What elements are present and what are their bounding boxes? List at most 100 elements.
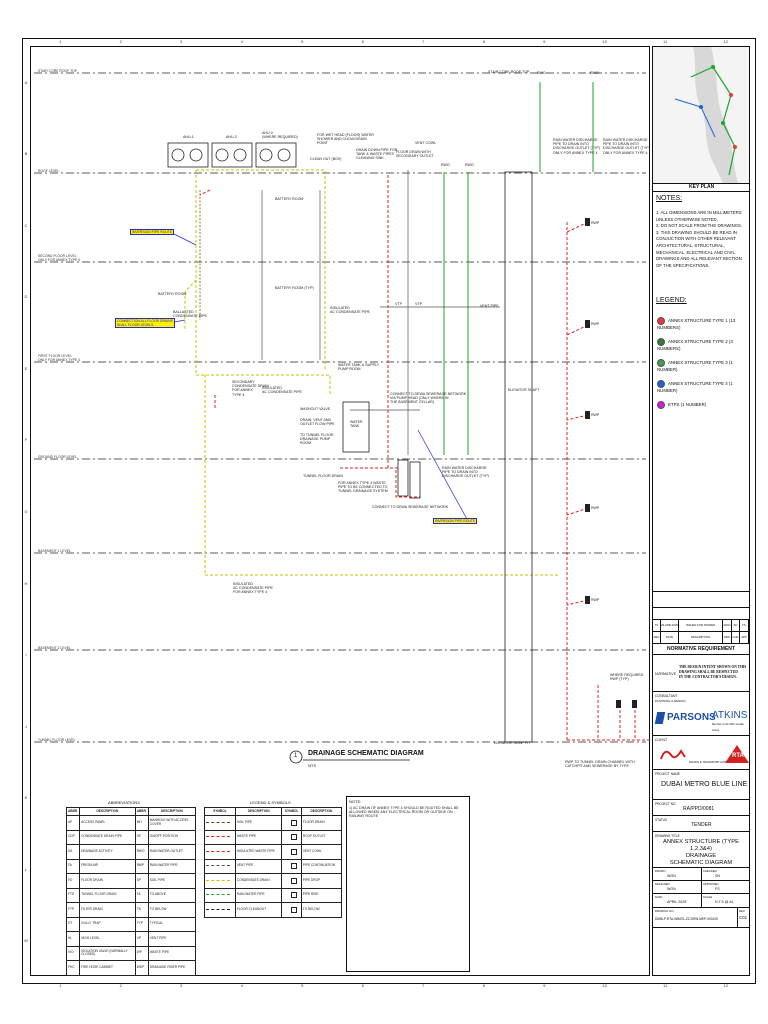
table-cell: RAIN WATER PIPE [234, 887, 283, 903]
table-cell [204, 815, 236, 831]
label-battery-room-3: BATTERY ROOM [158, 292, 187, 296]
drawing-frame [22, 38, 756, 984]
designed-value: WGN [667, 887, 676, 891]
revision-cell: CHK [732, 631, 740, 643]
table-cell [281, 858, 302, 874]
date-label: DATE [655, 895, 663, 899]
revision-cell: ISSUED FOR TENDER [679, 619, 723, 631]
level-label: GROUND FLOOR LEVEL [38, 455, 78, 459]
table-cell: ROOF OUTLET [300, 829, 343, 845]
scale-label: SCALE [703, 895, 713, 899]
grid-letter: C [24, 222, 28, 228]
label-insulated-1: INSULATED AC CONDENSATE PIPE [330, 306, 370, 315]
legend-dot-icon [657, 317, 665, 325]
label-rainwater-note-2: RAIN WATER DISCHARGE PIPE TO DRAIN INTO … [603, 138, 650, 155]
table-cell: MANHOLE WITH ACCESS COVER [147, 815, 197, 831]
table-cell: WP [134, 945, 149, 961]
grid-number: 10 [602, 983, 607, 988]
pump-box-1 [397, 459, 409, 497]
grid-number: 8 [482, 39, 485, 44]
note-item: 3. THIS DRAWING SHOULD BE READ IN CONJUC… [656, 229, 742, 268]
table-cell: INSULATED WASTE PIPE [234, 844, 283, 860]
table-cell: TO BELOW [300, 902, 343, 918]
grid-number: 4 [240, 983, 243, 988]
legend-item: ANNEX STRUCTURE TYPE 1 (13 NUMBERS) [657, 317, 749, 330]
drawn-value: WGN [667, 874, 676, 878]
water-tank-box [342, 401, 370, 453]
table-cell: FA [65, 858, 81, 874]
label-cleanout-roof: CLEAN OUT (BOX) [310, 157, 342, 161]
legend-symbol-icon [291, 877, 298, 884]
callout-inversion-1: INVERSION PIPE ROUTE [130, 229, 175, 235]
legend-item: ANNEX STRUCTURE TYPE 3 (1 NUMBER) [657, 359, 749, 372]
table-header-cell: ABBR. [65, 807, 81, 816]
table-cell: FTD [65, 887, 81, 903]
table-header-cell: SYMBOL [204, 807, 236, 816]
table-cell: PIPE RISE [300, 887, 343, 903]
grid-number: 4 [240, 39, 243, 44]
legend-symbol-icon [206, 894, 230, 896]
table-cell: MH [134, 815, 149, 831]
label-elevator-sump: ELEVATOR SUMP PIT [494, 741, 531, 745]
label-ahu-1: AHU-1 [183, 135, 194, 139]
client-rta: RTA [732, 753, 744, 759]
label-battery-room-1: BATTERY ROOM [275, 197, 304, 201]
notes-title: NOTES: [656, 195, 683, 202]
label-connect-sewerage: CONNECT TO DEWA SEWERAGE NETWORK [372, 505, 449, 509]
revision-cell: WGN [723, 619, 732, 631]
table-cell: DRAINAGE ACTIVITY [79, 844, 136, 860]
table-cell [281, 887, 302, 903]
table-header-cell: ABBR. [134, 807, 149, 816]
designed-label: DESIGNED [655, 882, 670, 886]
grid-number: 3 [180, 983, 183, 988]
scale-value: N.T.S @ A1 [715, 900, 734, 904]
label-tunnel-floor-drain: TO TUNNEL FLOOR DRAINAGE PUMP ROOM [300, 433, 334, 446]
grid-number: 12 [723, 983, 728, 988]
table-cell: FRESH AIR [79, 858, 136, 874]
table-cell [204, 887, 236, 903]
label-sewerage-note: CONNECT TO DEWA SEWERAGE NETWORK VIA PUM… [390, 392, 467, 405]
rev-value: C01 [739, 915, 748, 920]
label-insulated-3: INSULATED AC CONDENSATE PIPE FOR ANNEX T… [233, 582, 273, 595]
consultant-atkins: ATKINS [712, 710, 748, 721]
grid-number: 7 [422, 39, 425, 44]
label-vtp-2: VTP [415, 302, 422, 306]
grid-letter: E [24, 365, 28, 371]
legend-dot-icon [657, 359, 665, 367]
title-block: KEY PLAN NOTES: 1. ALL DIMENSIONS ARE IN… [652, 46, 750, 976]
status-value: TENDER [691, 822, 712, 828]
approved-label: APPROVED [703, 882, 719, 886]
table-cell: FTP [65, 902, 81, 918]
client-label: CLIENT [655, 738, 668, 742]
drawing-area [30, 46, 650, 976]
drawn-label: DRAWN [655, 869, 666, 873]
waste-pipe-lines [199, 175, 650, 741]
grid-number: 2 [119, 983, 122, 988]
table-cell: GULLY TRAP [79, 916, 136, 932]
table-cell: TYPICAL [147, 916, 197, 932]
table-cell: FHC [65, 960, 81, 976]
diagram-title-circle [289, 750, 303, 764]
table-cell: IVO [65, 945, 81, 961]
table-cell [281, 829, 302, 845]
level-label: STAIR CORE ROOF TOP [38, 69, 77, 73]
label-secondary: SECONDARY CONDENSATE DRAIN FOR ANNEX TYP… [232, 380, 269, 397]
label-tunnel-floor-drain-2: TUNNEL FLOOR DRAIN [303, 474, 343, 478]
label-ahu-2: AHU-2 [226, 135, 237, 139]
label-rwp-d: RWP [591, 506, 600, 510]
legend-label: ANNEX STRUCTURE TYPE 3 (1 NUMBER) [657, 360, 733, 372]
rta-logo-icon [725, 745, 749, 763]
parsons-logo-icon [654, 712, 666, 724]
grid-letter: A [24, 79, 28, 85]
label-rwp-e: RWP [591, 598, 600, 602]
table-cell [204, 829, 236, 845]
table-cell [204, 873, 236, 889]
client-logo-icon [659, 745, 687, 765]
key-plan-map [653, 47, 749, 183]
